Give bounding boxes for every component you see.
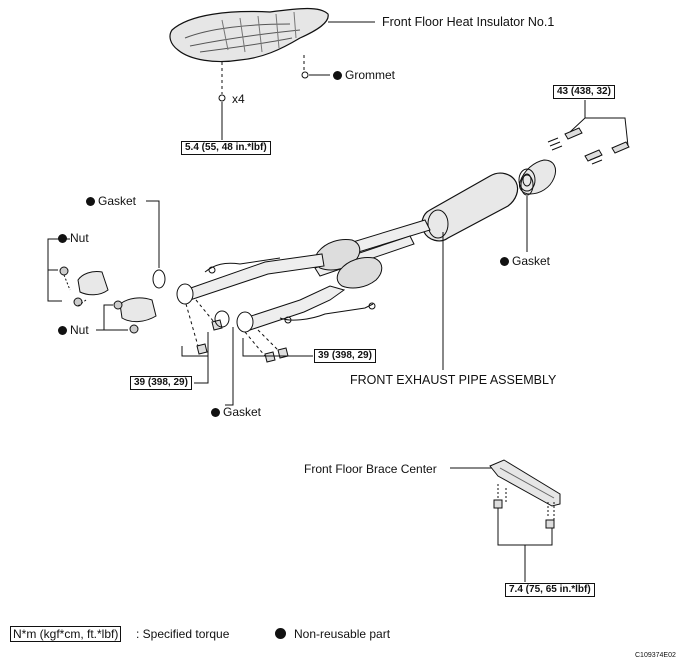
gasket-right-ring — [520, 174, 534, 196]
legend-torque-unit: N*m (kgf*cm, ft.*lbf) — [10, 626, 122, 642]
legend-torque-desc: : Specified torque — [136, 627, 230, 641]
nut-top-text: Nut — [70, 231, 89, 245]
gasket-bottom-ring — [214, 310, 230, 328]
nut-bottom-text: Nut — [70, 323, 89, 337]
gasket-bottom-text: Gasket — [223, 405, 262, 419]
nonreusable-marker-icon — [275, 628, 286, 639]
insulator-label: Front Floor Heat Insulator No.1 — [382, 15, 555, 29]
insulator-bolt — [218, 94, 226, 102]
center-flange-bolts — [244, 329, 289, 363]
torque-brace: 7.4 (75, 65 in.*lbf) — [505, 583, 595, 597]
gasket-right-label: Gasket — [500, 254, 550, 268]
nonreusable-marker-icon — [333, 71, 342, 80]
torque-insulator: 5.4 (55, 48 in.*lbf) — [181, 141, 271, 155]
grommet-part — [301, 71, 309, 79]
gasket-right-text: Gasket — [512, 254, 551, 268]
legend-nonreusable-text: Non-reusable part — [294, 627, 391, 641]
nonreusable-marker-icon — [211, 408, 220, 417]
left-pipe-stub-part — [59, 266, 157, 334]
nonreusable-marker-icon — [58, 234, 67, 243]
image-code: C109374E02 — [635, 652, 676, 659]
torque-rear-flange: 43 (438, 32) — [553, 85, 615, 99]
left-flange-bolts — [185, 299, 223, 355]
front-exhaust-pipe-label: FRONT EXHAUST PIPE ASSEMBLY — [350, 373, 557, 387]
nonreusable-marker-icon — [58, 326, 67, 335]
gasket-upper-left-text: Gasket — [98, 194, 137, 208]
heat-insulator-part — [169, 7, 329, 63]
torque-left-flange: 39 (398, 29) — [130, 376, 192, 390]
brace-center-part — [489, 459, 561, 529]
nut-bottom-label: Nut — [58, 323, 89, 337]
torque-center-flange: 39 (398, 29) — [314, 349, 376, 363]
brace-center-label: Front Floor Brace Center — [304, 462, 437, 476]
rear-flange-bolts — [518, 127, 630, 195]
front-exhaust-pipe-part — [176, 172, 519, 333]
gasket-upper-left-label: Gasket — [86, 194, 136, 208]
grommet-text: Grommet — [345, 68, 396, 82]
gasket-bottom-label: Gasket — [211, 405, 261, 419]
nut-top-label: Nut — [58, 231, 89, 245]
gasket-upper-left-ring — [152, 269, 166, 289]
nonreusable-marker-icon — [86, 197, 95, 206]
nonreusable-marker-icon — [500, 257, 509, 266]
legend-nonreusable: Non-reusable part — [275, 627, 390, 641]
x4-label: x4 — [232, 92, 245, 106]
grommet-label: Grommet — [333, 68, 395, 82]
